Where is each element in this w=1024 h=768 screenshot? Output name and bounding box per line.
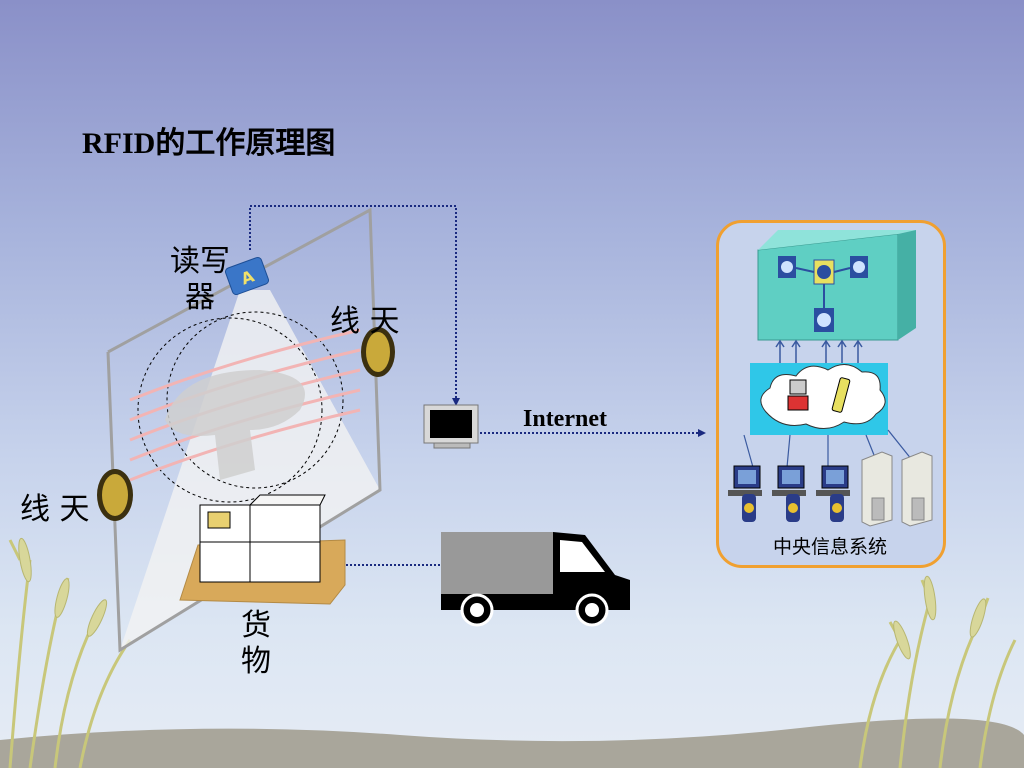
cargo-boxes-icon <box>179 494 346 605</box>
goods-label: 货物 <box>241 608 271 679</box>
truck-icon <box>441 532 630 627</box>
monitor-icon <box>423 404 479 449</box>
server-icon <box>861 451 893 527</box>
reader-label: 读写器 <box>170 244 230 315</box>
grass-leaves <box>18 537 987 660</box>
antenna-top-label: 线 天 <box>330 304 400 339</box>
workstation-icon <box>728 465 762 522</box>
reader-icon: A <box>224 256 270 296</box>
tag-icon <box>165 370 305 480</box>
mobile-phone-icon <box>831 377 851 413</box>
antenna-left-label: 线 天 <box>20 492 90 527</box>
central-system-label: 中央信息系统 <box>772 536 887 558</box>
phone-icon <box>787 379 809 411</box>
page-title: RFID的工作原理图 <box>82 127 336 160</box>
arrow-head <box>452 398 460 406</box>
upward-arrows <box>775 339 863 363</box>
ground <box>0 718 1024 768</box>
antenna-icon <box>97 469 133 521</box>
internet-label: Internet <box>523 406 607 432</box>
arrow-head <box>698 429 706 437</box>
connection-lines <box>249 205 700 566</box>
workstation-icon <box>816 465 850 522</box>
field-circles <box>137 311 344 503</box>
antenna-icon <box>361 327 395 377</box>
server-cluster-box <box>757 230 916 341</box>
server-icon <box>901 451 933 527</box>
workstation-icon <box>772 465 806 522</box>
antenna-frame <box>106 207 382 653</box>
central-system-diagram <box>728 230 933 527</box>
